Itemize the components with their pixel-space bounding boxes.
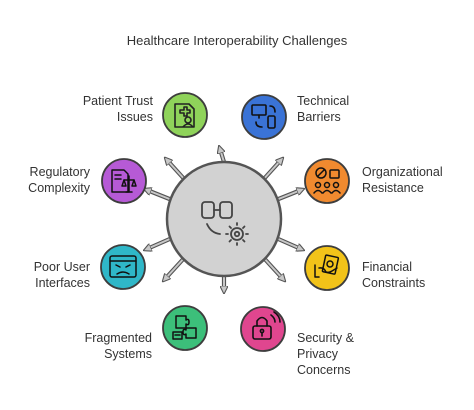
puzzle-pieces-icon [172,315,197,340]
legal-scale-document-icon [111,169,137,193]
challenge-node-organizational-resistance [304,158,350,204]
padlock-icon [252,311,281,340]
connector-arrows [147,149,301,290]
hub [165,160,283,278]
resistance-group-icon [313,167,341,194]
challenge-node-patient-trust [162,92,208,138]
devices-sync-icon [251,104,276,129]
money-hand-icon [314,254,340,278]
challenge-node-fragmented-systems [162,305,208,351]
challenge-node-poor-user-interfaces [100,244,146,290]
challenge-node-financial-constraints [304,245,350,291]
challenge-node-technical-barriers [241,94,287,140]
challenge-node-regulatory-complexity [101,158,147,204]
challenge-node-security-privacy [240,306,286,352]
interoperability-gear-icon [201,201,249,246]
medical-id-icon [174,103,195,128]
diagram-title: Healthcare Interoperability Challenges [126,33,348,48]
frustrated-screen-icon [109,255,137,278]
